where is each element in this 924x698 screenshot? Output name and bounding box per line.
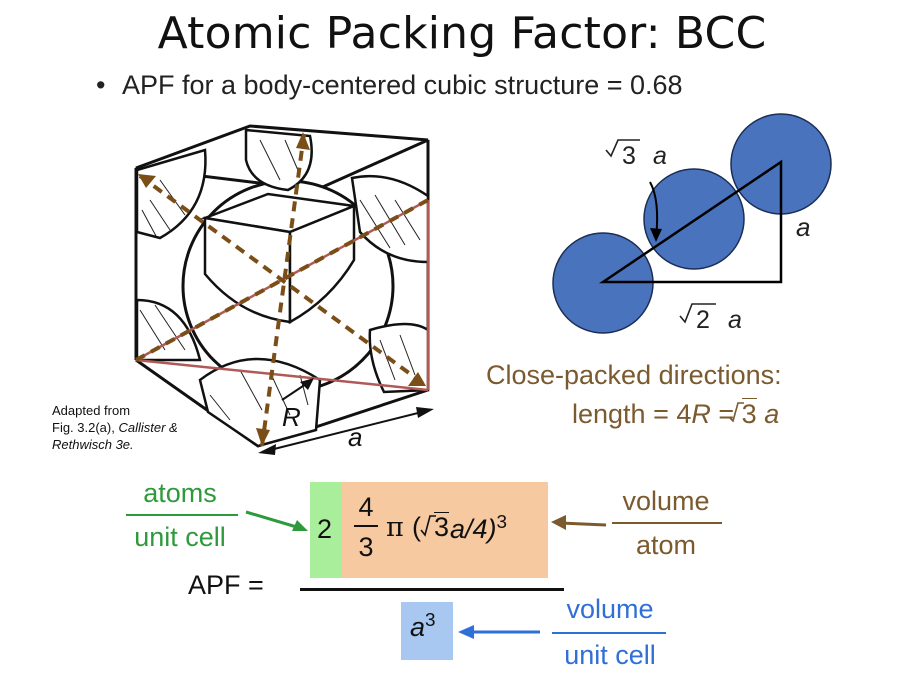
atom-volume-box [342, 482, 548, 578]
body-diagonal-var: a [653, 142, 667, 170]
fraction-numerator: 4 [358, 492, 374, 522]
root-expr-text: a/4) [450, 514, 497, 544]
credit-line-2: Fig. 3.2(a), [52, 420, 119, 435]
denominator-exponent: 3 [425, 610, 436, 631]
sqrt-sign-icon [728, 402, 744, 423]
radius-label: R [282, 402, 301, 432]
length-var: a [764, 399, 780, 429]
atoms-count-box [310, 482, 342, 578]
volume-cell-denominator: unit cell [564, 640, 656, 670]
right-triangle [598, 159, 783, 284]
fraction-denominator: 3 [358, 532, 374, 562]
sqrt-3-group: 3 [728, 398, 757, 430]
bullet-text: APF for a body-centered cubic structure … [122, 70, 683, 100]
blue-arrow-icon [458, 625, 540, 639]
face-diagonal-root: 2 [696, 306, 710, 334]
root-exponent: 3 [496, 512, 508, 533]
bullet-marker: • [96, 70, 106, 100]
volume-cell-numerator: volume [566, 594, 654, 624]
apf-label: APF = [188, 570, 264, 600]
atom-center [643, 168, 745, 270]
length-prefix: length = 4 [572, 399, 692, 429]
close-packed-atoms-figure: 3 a a 2 a [552, 113, 832, 334]
paren-open: ( [412, 512, 421, 542]
figure-credit: Adapted from Fig. 3.2(a), Callister & Re… [52, 402, 178, 453]
bcc-cube-figure: R a [134, 124, 434, 455]
close-packed-length: length = 4R = 3 a [572, 398, 780, 430]
length-root: 3 [741, 398, 757, 429]
corner-atom-bottom-right [368, 322, 430, 394]
denominator-base: a [410, 612, 426, 642]
slide-title: Atomic Packing Factor: BCC [157, 8, 767, 59]
length-eq: = [710, 399, 742, 429]
atoms-count: 2 [317, 514, 333, 544]
length-R: R [691, 399, 711, 429]
volume-cell-fraction-bar [552, 632, 666, 634]
atoms-fraction-bar [126, 514, 238, 516]
atoms-denominator: unit cell [134, 522, 226, 552]
volume-atom-fraction-bar [612, 522, 722, 524]
sqrt-sign-icon [420, 515, 436, 537]
volume-atom-numerator: volume [622, 486, 710, 516]
body-diagonal-1 [138, 174, 426, 386]
cell-volume-box [401, 602, 453, 660]
green-arrow-icon [245, 510, 308, 531]
corner-atom-left [135, 298, 202, 362]
body-diagonal-root: 3 [622, 142, 636, 170]
brown-arrow-icon [551, 515, 607, 530]
vertical-side-label: a [796, 212, 810, 242]
bullet-point: • APF for a body-centered cubic structure… [96, 70, 683, 101]
corner-atom-top-left [135, 148, 207, 240]
pi-symbol: π [386, 512, 404, 543]
fraction-bar [354, 525, 378, 527]
credit-line-2-italic: Callister & [118, 420, 178, 435]
face-diagonal-bottom [135, 358, 429, 392]
volume-atom-denominator: atom [635, 530, 697, 560]
root-expression: a/4)3 [450, 512, 507, 545]
close-packed-title: Close-packed directions: [486, 360, 782, 390]
body-diagonal-2 [260, 133, 306, 447]
face-diagonal-var: a [728, 306, 742, 334]
root-3: 3 [434, 512, 450, 542]
denominator-expression: a3 [410, 610, 436, 643]
apf-fraction-bar [300, 588, 564, 591]
credit-line-3: Rethwisch 3e. [52, 437, 134, 452]
edge-label: a [348, 422, 362, 452]
credit-line-1: Adapted from [52, 403, 131, 418]
atoms-numerator: atoms [143, 478, 217, 508]
